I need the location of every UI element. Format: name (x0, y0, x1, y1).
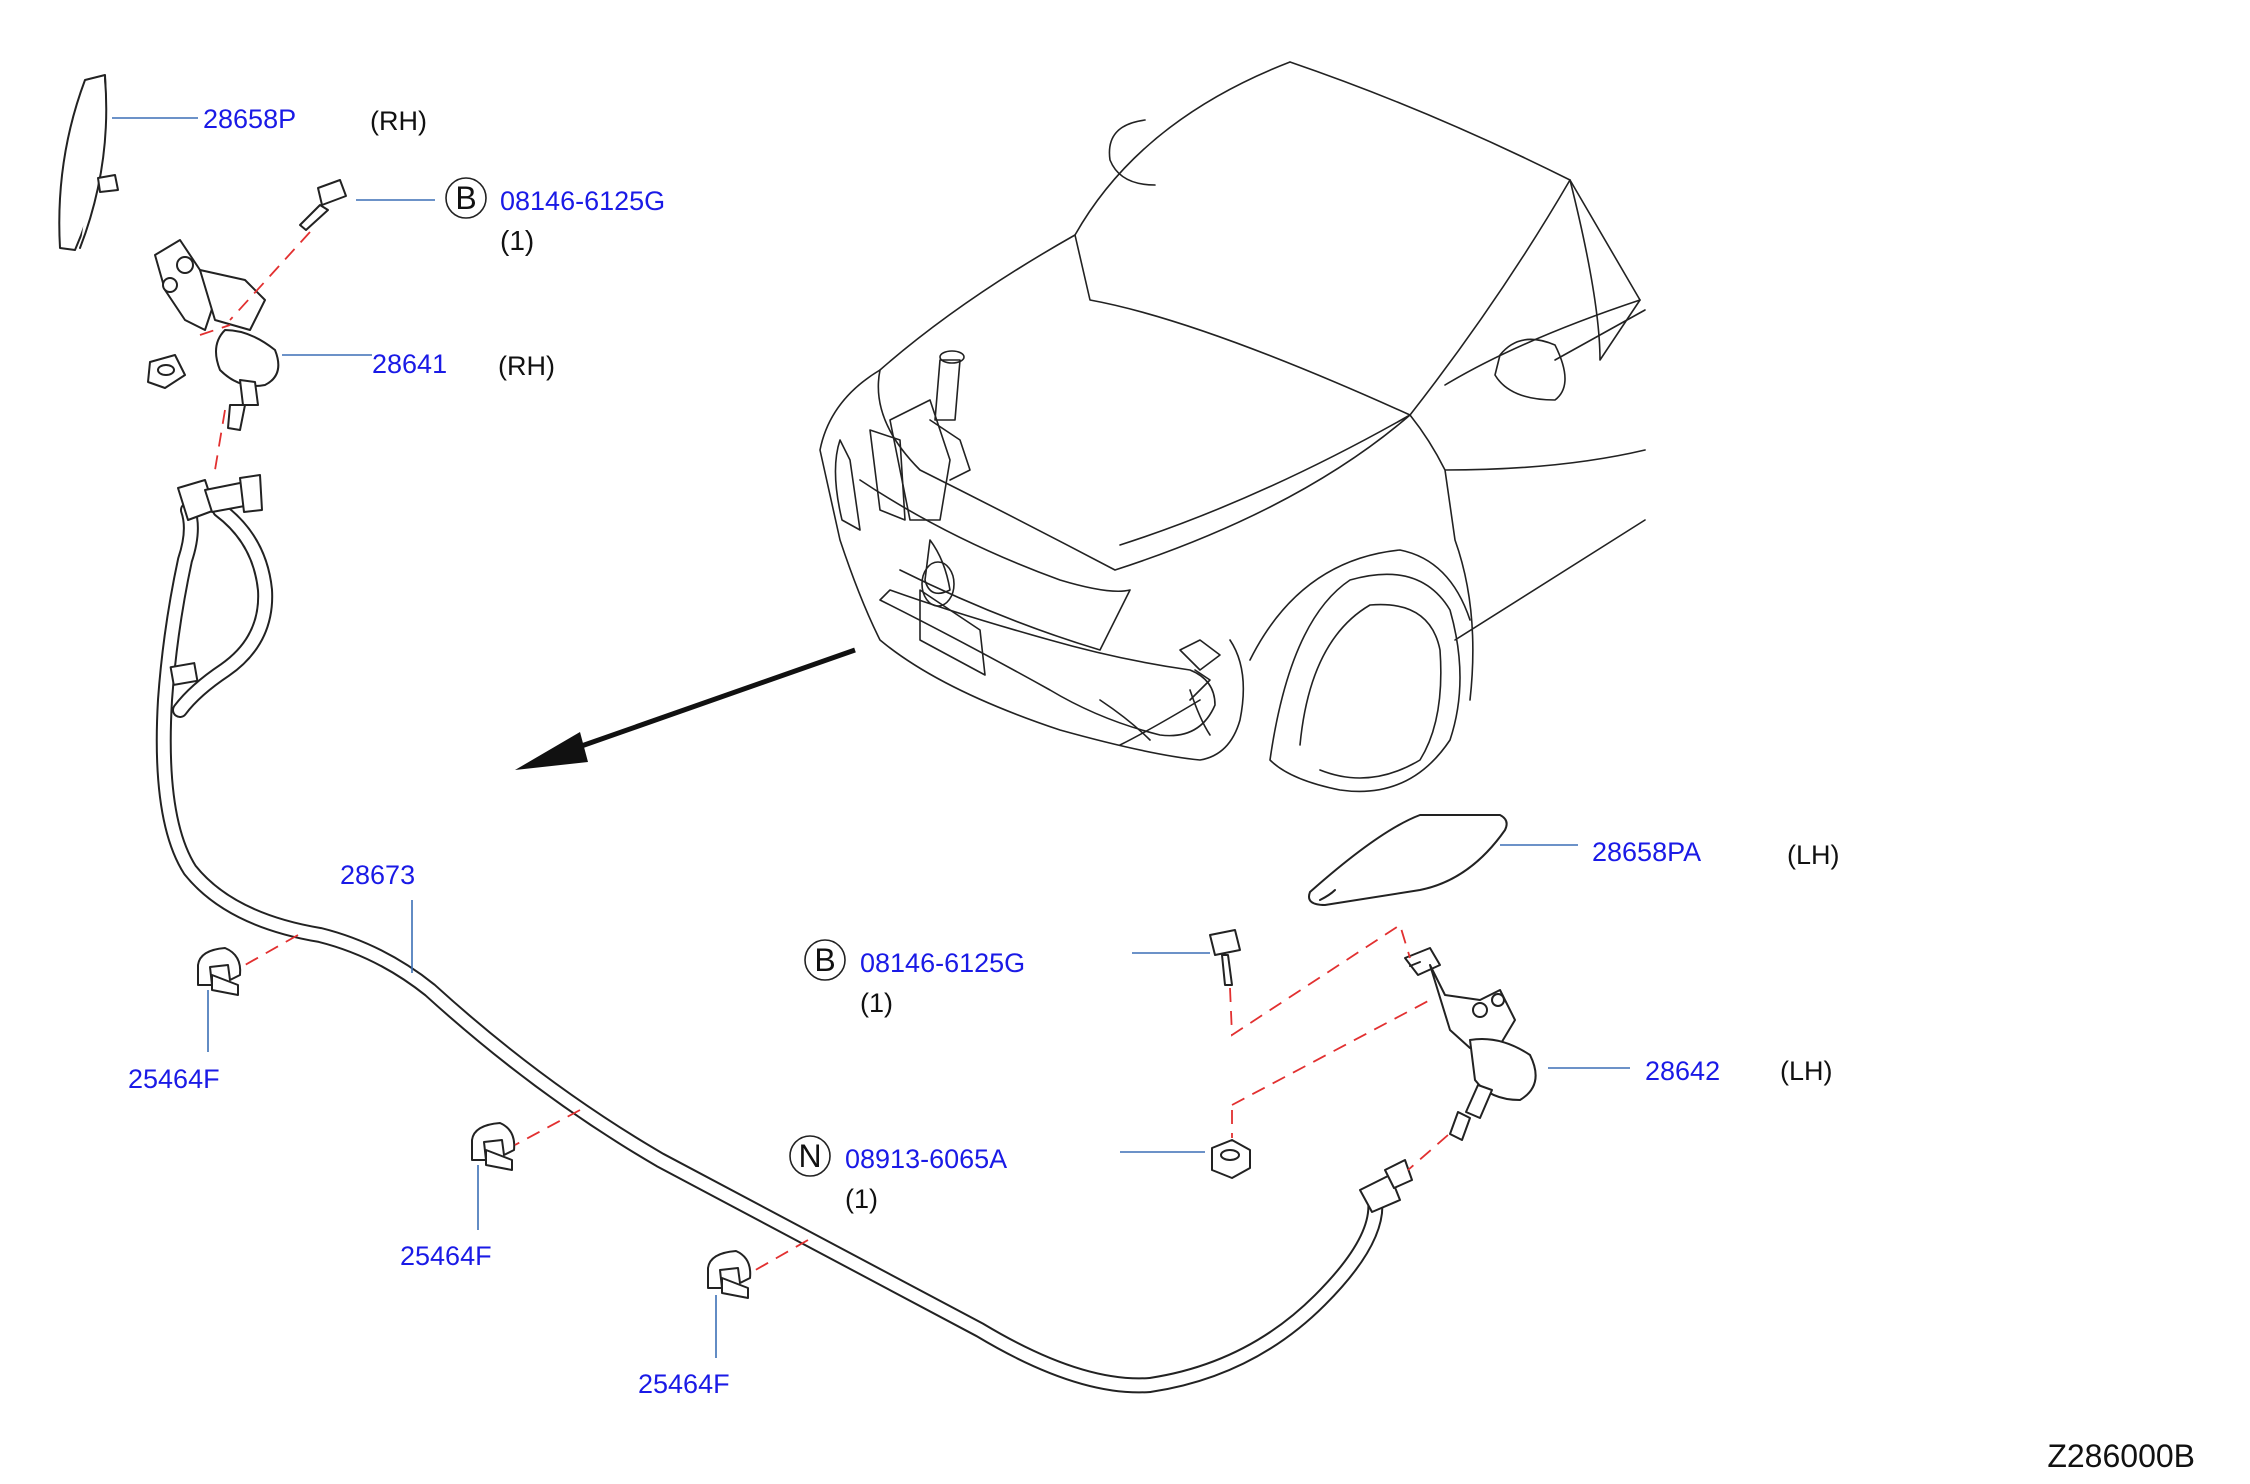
label-25464f-c[interactable]: 25464F (638, 1369, 730, 1399)
hose-stub-rh (227, 404, 246, 431)
qty-08146-mid: (1) (860, 988, 893, 1018)
nut-rh (147, 354, 186, 389)
hose-28673 (155, 474, 1413, 1394)
nut-08913 (1211, 1139, 1251, 1179)
cap-28658p (58, 74, 119, 251)
label-08146-top[interactable]: 08146-6125G (500, 186, 665, 216)
label-25464f-a[interactable]: 25464F (128, 1064, 220, 1094)
label-08146-mid[interactable]: 08146-6125G (860, 948, 1025, 978)
clip-25464f-c (707, 1250, 752, 1299)
bolt-08146-mid (1209, 929, 1241, 986)
label-08913[interactable]: 08913-6065A (845, 1144, 1007, 1174)
qty-08913: (1) (845, 1184, 878, 1214)
clip-25464f-a (197, 947, 242, 996)
qualifier-28641: (RH) (498, 351, 555, 381)
symbol-b-mid: B (804, 939, 846, 981)
qty-08146-top: (1) (500, 225, 534, 256)
qualifier-28658p: (RH) (370, 106, 427, 136)
car-illustration (819, 61, 1646, 793)
label-28658p[interactable]: 28658P (203, 104, 296, 134)
label-28658pa[interactable]: 28658PA (1592, 837, 1701, 867)
label-28641[interactable]: 28641 (372, 349, 447, 379)
nozzle-28641 (154, 239, 280, 406)
symbol-b-top: B (445, 177, 487, 219)
assembly-lines (199, 231, 1449, 1273)
symbol-n-letter: N (798, 1138, 821, 1174)
qualifier-28642: (LH) (1780, 1056, 1833, 1086)
clip-25464f-b (471, 1122, 516, 1171)
hose-stub-lh (1449, 1111, 1471, 1141)
leader-lines (112, 117, 1630, 1358)
diagram-code: Z286000B (2047, 1438, 2195, 1474)
pointer-arrow (515, 647, 856, 770)
nozzle-28642 (1404, 947, 1537, 1119)
symbol-b-top-letter: B (455, 180, 476, 216)
label-25464f-b[interactable]: 25464F (400, 1241, 492, 1271)
qualifier-28658pa: (LH) (1787, 840, 1840, 870)
label-28673[interactable]: 28673 (340, 860, 415, 890)
symbol-b-mid-letter: B (814, 942, 835, 978)
cap-28658pa (1308, 814, 1508, 906)
symbol-n: N (789, 1135, 831, 1177)
bolt-08146-top (299, 179, 347, 231)
label-28642[interactable]: 28642 (1645, 1056, 1720, 1086)
